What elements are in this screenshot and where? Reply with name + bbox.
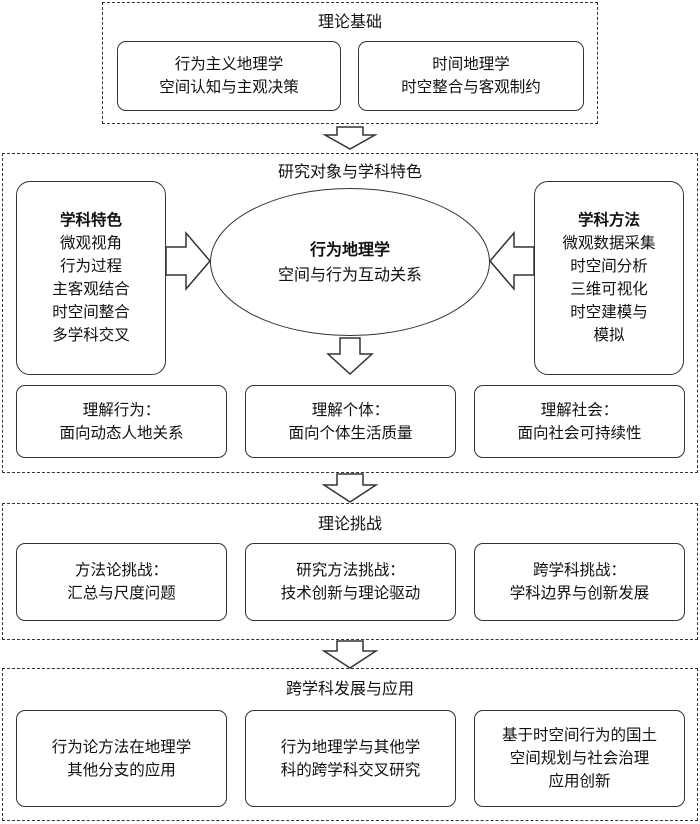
theory-foundation-section (102, 2, 598, 124)
cross-discipline-box: 行为地理学与其他学 科的跨学科交叉研究 (245, 710, 456, 807)
cross-discipline-line-1: 行为地理学与其他学 (280, 737, 421, 756)
features-box: 学科特色 微观视角 行为过程 主客观结合 时空间整合 多学科交叉 (16, 181, 166, 375)
feature-item: 时空间整合 (52, 303, 130, 321)
application-branch-line-2: 其他分支的应用 (67, 760, 176, 779)
down-arrow-center (326, 337, 374, 376)
cross-discipline-line-2: 科的跨学科交叉研究 (280, 760, 421, 779)
theory-foundation-title: 理论基础 (317, 12, 382, 31)
research-object-title: 研究对象与学科特色 (277, 162, 422, 181)
down-arrow-1 (322, 126, 378, 150)
behaviorism-box: 行为主义地理学 空间认知与主观决策 (117, 41, 341, 111)
right-arrow-features (165, 230, 211, 292)
method-item: 时空间分析 (570, 257, 648, 275)
development-section (2, 668, 698, 821)
method-item: 模拟 (593, 326, 625, 344)
methods-box: 学科方法 微观数据采集 时空间分析 三维可视化 时空建模与 模拟 (534, 181, 684, 375)
behaviorism-line-2: 空间认知与主观决策 (159, 78, 299, 96)
feature-item: 主客观结合 (52, 280, 130, 298)
feature-item: 多学科交叉 (52, 326, 130, 344)
interdisciplinary-challenge-line-1: 跨学科挑战： (532, 561, 626, 579)
methods-heading: 学科方法 (577, 211, 640, 229)
down-arrow-2 (321, 473, 379, 503)
research-method-challenge-line-2: 技术创新与理论驱动 (280, 584, 421, 602)
methodology-challenge-line-1: 方法论挑战： (74, 561, 168, 579)
research-method-challenge-line-1: 研究方法挑战： (296, 561, 405, 579)
behaviorism-line-1: 行为主义地理学 (174, 55, 284, 73)
understand-individual-box: 理解个体： 面向个体生活质量 (245, 385, 456, 458)
research-object-section (2, 153, 698, 473)
time-geography-box: 时间地理学 时空整合与客观制约 (358, 41, 584, 111)
understand-behavior-box: 理解行为： 面向动态人地关系 (16, 385, 227, 458)
spatial-planning-line-1: 基于时空间行为的国土 (501, 726, 657, 744)
core-heading: 行为地理学 (309, 240, 390, 259)
research-method-challenge-box: 研究方法挑战： 技术创新与理论驱动 (245, 543, 456, 621)
method-item: 三维可视化 (570, 280, 648, 298)
development-title: 跨学科发展与应用 (285, 679, 414, 698)
understand-behavior-line-1: 理解行为： (82, 400, 161, 419)
feature-item: 微观视角 (59, 234, 122, 252)
core-subtitle: 空间与行为互动关系 (277, 265, 422, 284)
spatial-planning-line-2: 空间规划与社会治理 (509, 749, 650, 767)
down-arrow-3 (321, 640, 379, 669)
application-branch-box: 行为论方法在地理学 其他分支的应用 (16, 710, 227, 807)
spatial-planning-box: 基于时空间行为的国土 空间规划与社会治理 应用创新 (474, 710, 685, 807)
left-arrow-methods (489, 230, 535, 292)
time-geography-line-1: 时间地理学 (432, 55, 510, 73)
methodology-challenge-box: 方法论挑战： 汇总与尺度问题 (16, 543, 227, 621)
understand-behavior-line-2: 面向动态人地关系 (59, 423, 184, 442)
understand-society-line-2: 面向社会可持续性 (517, 423, 642, 442)
method-item: 时空建模与 (570, 303, 648, 321)
features-heading: 学科特色 (59, 211, 122, 229)
understand-individual-line-1: 理解个体： (311, 400, 390, 419)
application-branch-line-1: 行为论方法在地理学 (51, 737, 192, 756)
challenges-title: 理论挑战 (317, 514, 382, 533)
understand-society-box: 理解社会： 面向社会可持续性 (474, 385, 685, 458)
methodology-challenge-line-2: 汇总与尺度问题 (67, 584, 176, 602)
spatial-planning-line-3: 应用创新 (548, 772, 611, 790)
interdisciplinary-challenge-box: 跨学科挑战： 学科边界与创新发展 (474, 543, 685, 621)
challenges-section (2, 503, 698, 640)
feature-item: 行为过程 (59, 257, 122, 275)
interdisciplinary-challenge-line-2: 学科边界与创新发展 (509, 584, 650, 602)
understand-society-line-1: 理解社会： (540, 400, 619, 419)
method-item: 微观数据采集 (562, 234, 656, 252)
core-oval: 行为地理学 空间与行为互动关系 (210, 188, 490, 336)
understand-individual-line-2: 面向个体生活质量 (288, 423, 413, 442)
time-geography-line-2: 时空整合与客观制约 (401, 78, 541, 96)
